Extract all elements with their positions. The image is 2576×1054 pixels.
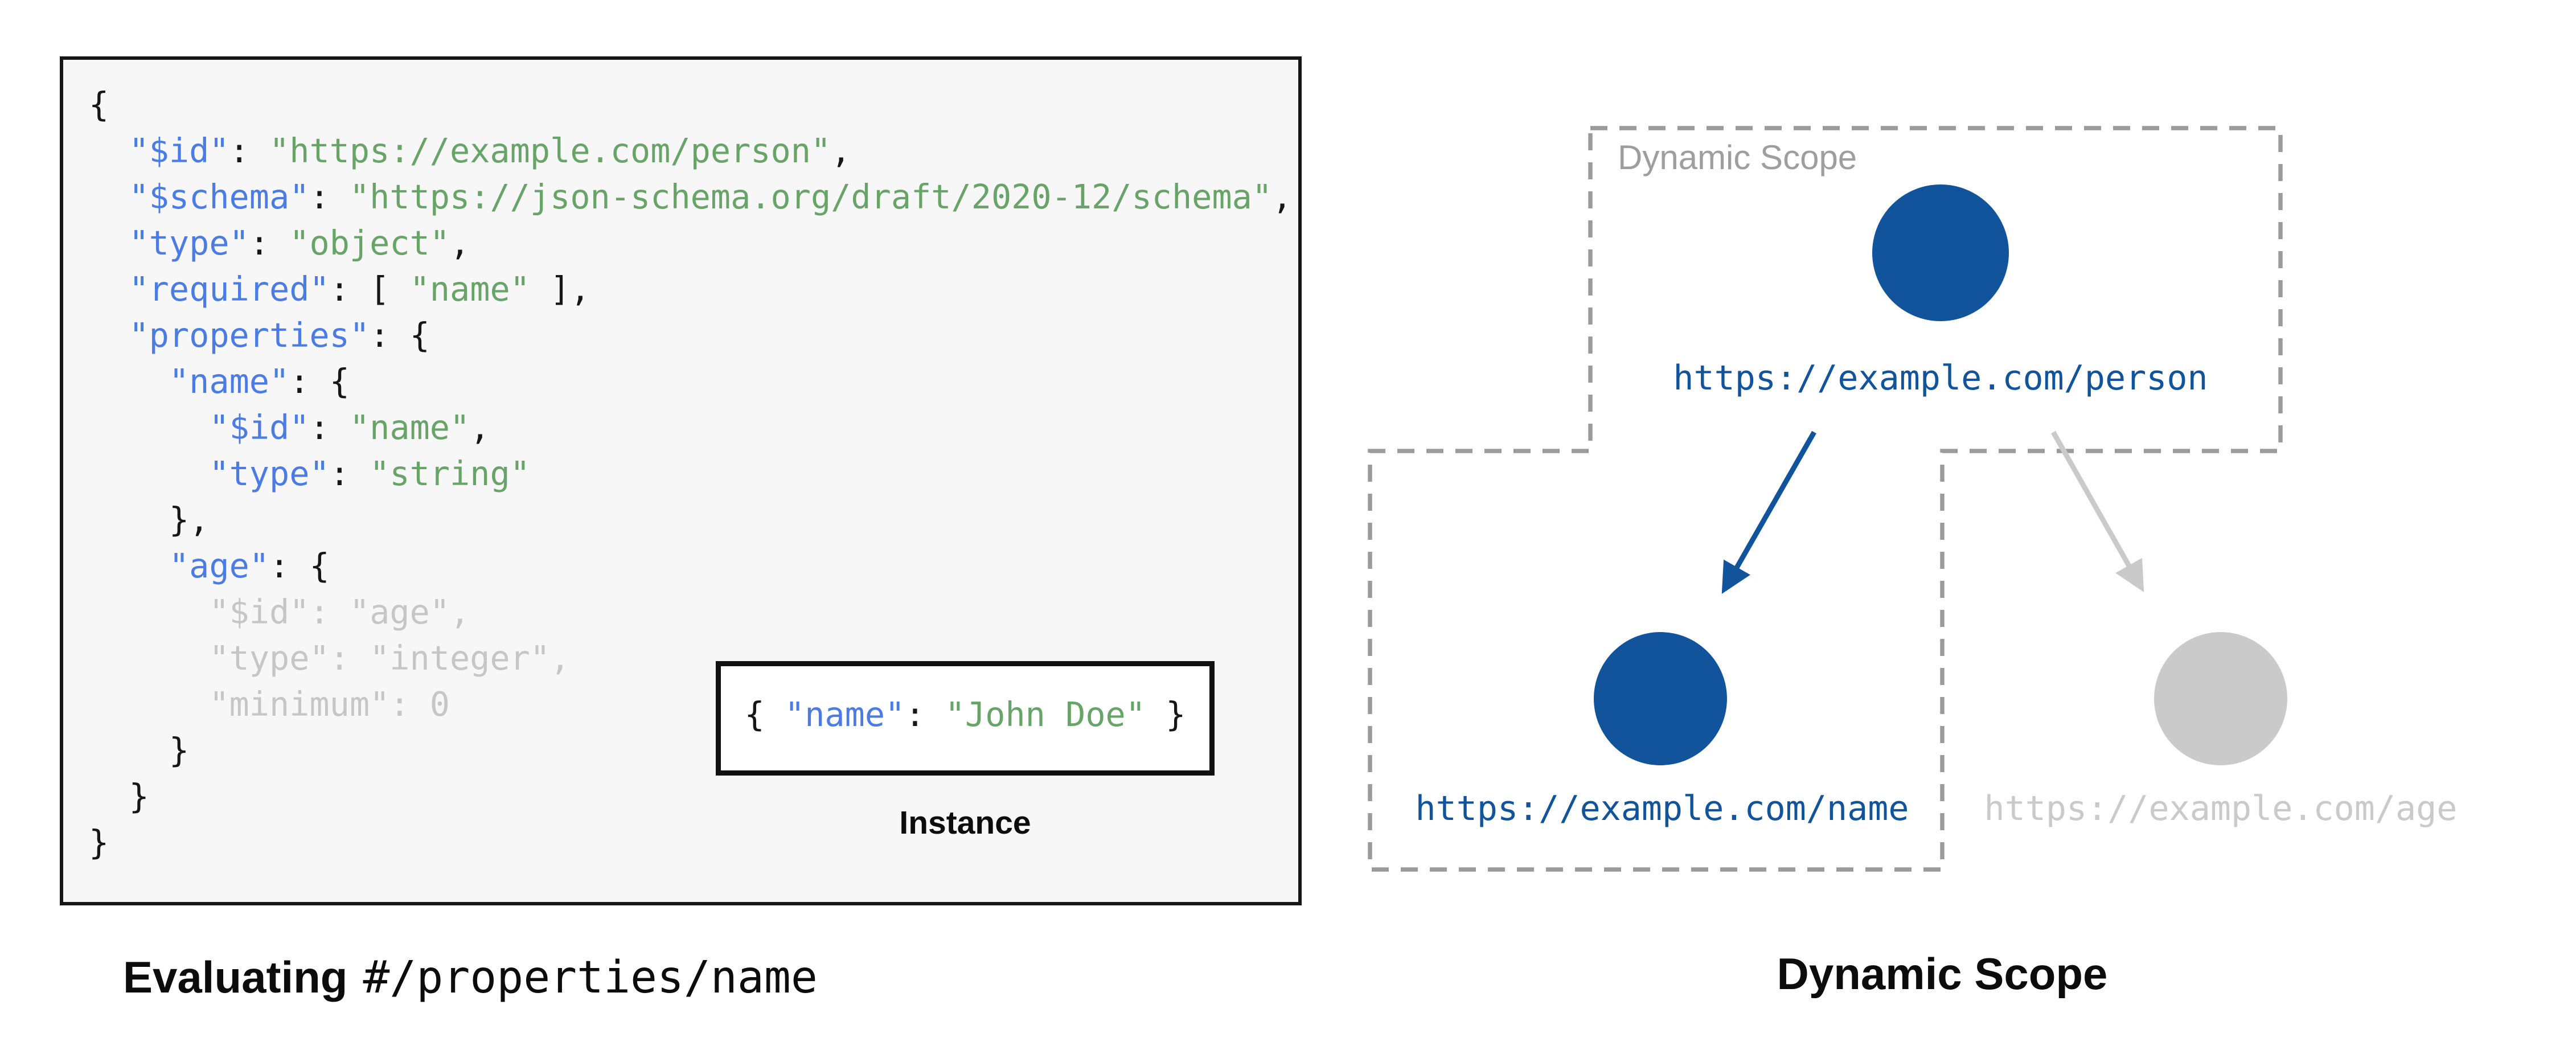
code-line: "$id": "age", [89,589,1292,635]
code-token: , [450,224,470,263]
code-line: "$schema": "https://json-schema.org/draf… [89,174,1292,220]
code-line: "minimum": 0 [89,682,1292,728]
code-line: { "name": "John Doe" } [745,695,1186,741]
code-token: : { [269,547,330,586]
code-token: "properties" [129,316,370,355]
code-token: "type" [129,224,249,263]
code-line: { [89,82,1292,128]
code-token: : { [289,362,350,401]
code-token: : [905,695,945,735]
node-url-name: https://example.com/name [1415,788,1909,829]
code-line: "age": { [89,543,1292,589]
node-circle-age [2154,632,2287,765]
code-token: : { [370,316,430,355]
code-token: "$id": "age", [89,593,470,632]
node-circle-person [1872,184,2009,321]
scope-box-label: Dynamic Scope [1618,140,1857,178]
code-line: "type": "object", [89,220,1292,266]
code-line: } [89,728,1292,774]
code-token: : [229,132,270,171]
code-line: "$id": "name", [89,405,1292,451]
code-token: "type" [209,454,330,494]
code-token: , [1272,178,1293,217]
code-token: "object" [289,224,450,263]
code-token: "required" [129,270,330,309]
node-circle-name [1594,632,1727,765]
code-token: }, [89,501,210,540]
evaluating-caption-pointer: #/properties/name [363,953,818,1004]
code-token: "age" [169,547,270,586]
code-token: : [309,178,350,217]
code-token: } [89,731,190,770]
code-token: } [1146,695,1186,735]
code-line: "name": { [89,359,1292,405]
code-line: "type": "string" [89,451,1292,497]
node-url-person: https://example.com/person [1673,357,2208,398]
code-token: "$id" [129,132,229,171]
dynamic-scope-outline [1368,126,2283,872]
code-token: : [ [329,270,410,309]
code-token: "name" [409,270,530,309]
code-token: "https://example.com/person" [269,132,831,171]
diagram-caption: Dynamic Scope [1777,948,2108,999]
code-token: "minimum": 0 [89,685,450,724]
code-token: } [89,823,109,863]
arrow-person-to-age [2051,430,2144,592]
evaluating-caption: Evaluating #/properties/name [123,952,818,1004]
code-token: , [831,132,851,171]
code-token: "name" [349,408,470,448]
code-line: "$id": "https://example.com/person", [89,128,1292,174]
code-token: "$schema" [129,178,310,217]
node-url-age: https://example.com/age [1984,788,2458,829]
code-token: "string" [370,454,530,494]
code-token: "$id" [209,408,310,448]
code-token: } [89,777,149,817]
instance-label: Instance [899,806,1031,842]
code-token: "name" [784,695,905,735]
code-token: "https://json-schema.org/draft/2020-12/s… [349,178,1273,217]
schema-code-box: { "$id": "https://example.com/person", "… [60,56,1302,905]
code-token: : [309,408,350,448]
code-line: "type": "integer", [89,635,1292,682]
schema-code: { "$id": "https://example.com/person", "… [89,82,1292,866]
code-line: } [89,774,1292,820]
code-token: , [470,408,490,448]
evaluating-caption-word: Evaluating [123,952,348,1003]
code-line: } [89,820,1292,866]
code-line: "properties": { [89,313,1292,359]
instance-code: { "name": "John Doe" } [745,695,1186,741]
arrow-person-to-name [1721,430,1816,594]
code-token: "type": "integer", [89,639,571,678]
code-token: "name" [169,362,290,401]
code-token: { [89,85,109,125]
instance-box: { "name": "John Doe" } [716,661,1215,776]
code-token: "John Doe" [945,695,1146,735]
code-token: : [329,454,370,494]
code-token: ], [530,270,590,309]
code-line: }, [89,497,1292,543]
code-token: { [744,695,785,735]
code-token: : [249,224,290,263]
code-line: "required": [ "name" ], [89,266,1292,313]
